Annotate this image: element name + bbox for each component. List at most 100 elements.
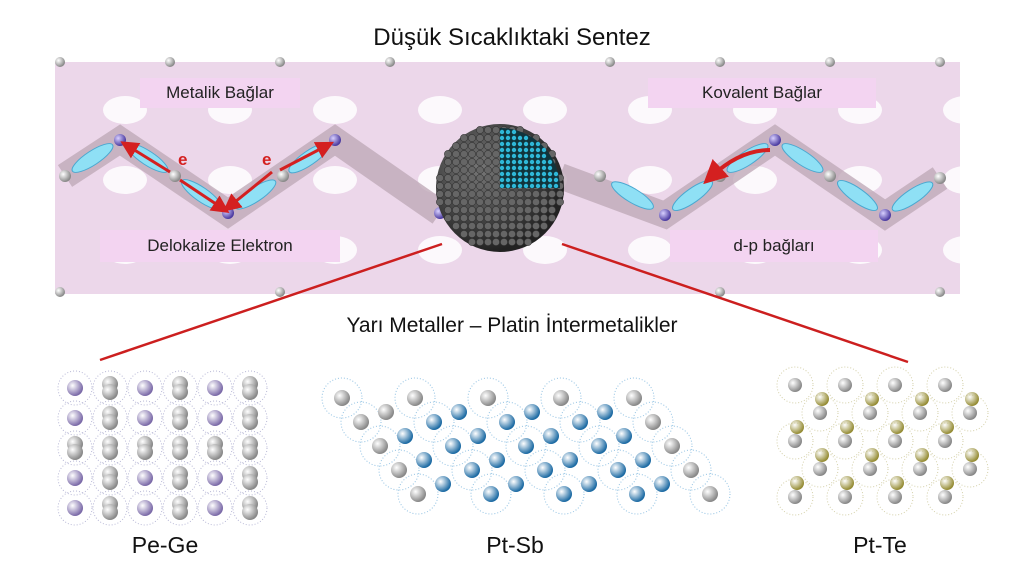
core-atom <box>529 153 535 159</box>
core-atom <box>547 183 553 189</box>
orbital-halo <box>197 460 233 496</box>
surface-atom <box>476 182 484 190</box>
orbital-halo <box>413 401 455 443</box>
pt-atom <box>626 390 642 406</box>
sb-atom <box>562 452 578 468</box>
core-atom <box>505 141 511 147</box>
gray-atom <box>277 170 289 182</box>
ge-atom <box>242 474 258 490</box>
label-delocalized-electron: Delokalize Elektron <box>100 230 340 262</box>
surface-atom <box>500 238 508 246</box>
pore <box>628 166 672 194</box>
surface-atom <box>484 158 492 166</box>
core-atom <box>499 129 505 135</box>
pt-atom <box>838 434 852 448</box>
surface-atom <box>468 134 476 142</box>
orbital-halo <box>632 401 674 443</box>
sb-atom <box>610 462 626 478</box>
core-atom <box>529 141 535 147</box>
surface-atom <box>476 222 484 230</box>
pt-atom <box>788 434 802 448</box>
surface-atom <box>484 238 492 246</box>
surface-atom <box>468 158 476 166</box>
surface-atom <box>476 142 484 150</box>
orbital-halo <box>232 490 268 526</box>
surface-atom <box>532 190 540 198</box>
corner-atom <box>165 57 175 67</box>
orbital-halo <box>505 425 547 467</box>
pt-atom <box>664 438 680 454</box>
orbital-halo <box>613 377 655 419</box>
corner-atom <box>275 287 285 297</box>
surface-atom <box>444 166 452 174</box>
pt-atom <box>813 406 827 420</box>
core-atom <box>517 141 523 147</box>
ge-atom <box>172 444 188 460</box>
core-atom <box>529 171 535 177</box>
core-atom <box>523 135 529 141</box>
core-atom <box>499 171 505 177</box>
pt-atom <box>553 390 569 406</box>
te-atom <box>790 476 804 490</box>
orbital-halo <box>451 449 493 491</box>
surface-atom <box>452 190 460 198</box>
orbital-halo <box>197 430 233 466</box>
surface-atom <box>484 174 492 182</box>
orbital-halo <box>127 490 163 526</box>
surface-atom <box>484 214 492 222</box>
surface-atom <box>476 214 484 222</box>
orbital-halo <box>92 400 128 436</box>
surface-atom <box>532 222 540 230</box>
core-atom <box>499 135 505 141</box>
core-atom <box>511 177 517 183</box>
core-atom <box>505 159 511 165</box>
orbital-halo <box>876 422 914 460</box>
orbital-halo <box>127 430 163 466</box>
corner-atom <box>935 57 945 67</box>
purple-atom <box>222 207 234 219</box>
orbital-halo <box>470 473 512 515</box>
orbital-halo <box>232 430 268 466</box>
sb-atom <box>397 428 413 444</box>
surface-atom <box>524 222 532 230</box>
orbital-halo <box>127 370 163 406</box>
surface-atom <box>460 190 468 198</box>
surface-atom <box>460 198 468 206</box>
pt-atom <box>353 414 369 430</box>
bond-orbital <box>611 181 654 210</box>
surface-atom <box>452 158 460 166</box>
pt-atom <box>813 462 827 476</box>
sb-atom <box>597 404 613 420</box>
surface-atom <box>444 190 452 198</box>
pt-atom <box>863 462 877 476</box>
bond-orbital <box>71 143 114 173</box>
orbital-halo <box>162 370 198 406</box>
orbital-halo <box>378 449 420 491</box>
material-label-pe-ge: Pe-Ge <box>131 532 199 558</box>
surface-atom <box>548 206 556 214</box>
core-atom <box>535 147 541 153</box>
te-atom <box>915 448 929 462</box>
bond-orbital <box>891 181 934 212</box>
surface-atom <box>500 198 508 206</box>
core-atom <box>523 171 529 177</box>
surface-atom <box>500 214 508 222</box>
pe-atom <box>67 380 83 396</box>
surface-atom <box>516 206 524 214</box>
core-atom <box>505 165 511 171</box>
surface-atom <box>460 214 468 222</box>
core-atom <box>523 183 529 189</box>
surface-atom <box>492 158 500 166</box>
core-atom <box>517 159 523 165</box>
surface-atom <box>492 206 500 214</box>
sb-atom <box>543 428 559 444</box>
surface-atom <box>484 222 492 230</box>
surface-atom <box>548 214 556 222</box>
orbital-halo <box>57 430 93 466</box>
core-atom <box>505 171 511 177</box>
orbital-halo <box>597 449 639 491</box>
surface-atom <box>540 198 548 206</box>
surface-atom <box>516 198 524 206</box>
surface-atom <box>476 134 484 142</box>
core-atom <box>511 147 517 153</box>
